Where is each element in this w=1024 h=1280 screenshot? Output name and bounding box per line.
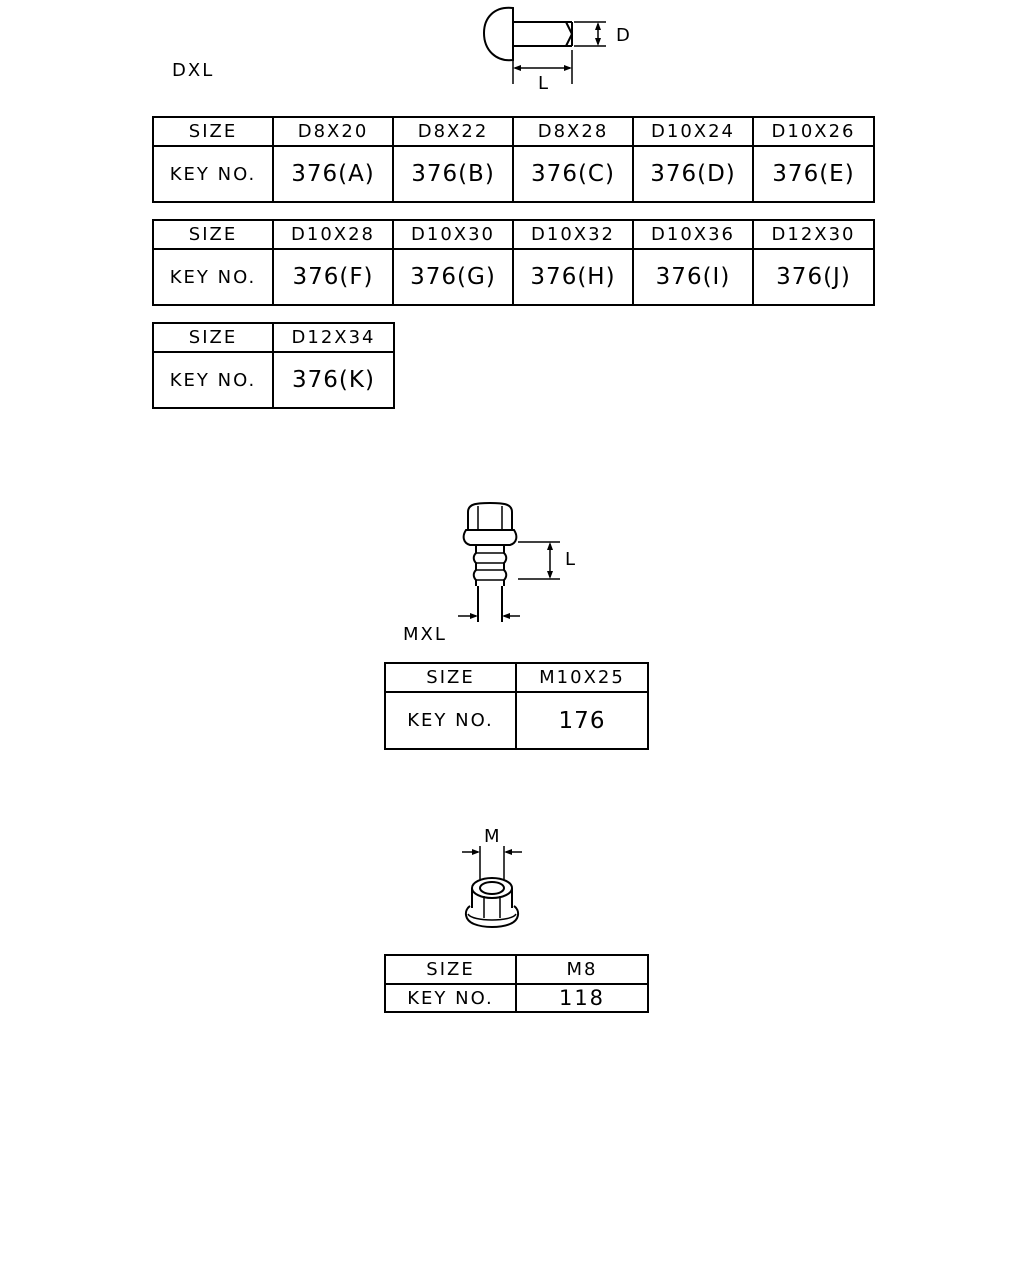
- nut-key-table: SIZE M8 KEY NO. 118: [384, 954, 649, 1013]
- key-no-cell: 376(K): [272, 351, 395, 409]
- rivet-key-table-2: SIZE D10X28 D10X30 D10X32 D10X36 D12X30 …: [152, 219, 875, 306]
- nut-drawing: [462, 846, 522, 928]
- rivet-drawing: [482, 6, 606, 84]
- size-cell: D8X22: [392, 116, 514, 147]
- size-header: SIZE: [152, 219, 274, 250]
- size-cell: D10X36: [632, 219, 754, 250]
- bolt-size-label: MXL: [403, 624, 447, 645]
- size-header: SIZE: [152, 116, 274, 147]
- key-no-cell: 118: [515, 983, 649, 1013]
- key-no-header: KEY NO.: [152, 248, 274, 306]
- bolt-dim-l-label: L: [565, 549, 578, 570]
- size-header: SIZE: [152, 322, 274, 353]
- size-cell: D8X28: [512, 116, 634, 147]
- key-no-header: KEY NO.: [152, 145, 274, 203]
- key-no-cell: 376(J): [752, 248, 875, 306]
- size-cell: D8X20: [272, 116, 394, 147]
- key-no-cell: 376(A): [272, 145, 394, 203]
- size-header: SIZE: [384, 954, 517, 985]
- size-cell: D12X34: [272, 322, 395, 353]
- key-no-cell: 376(D): [632, 145, 754, 203]
- rivet-key-table-3: SIZE D12X34 KEY NO. 376(K): [152, 322, 395, 409]
- size-header: SIZE: [384, 662, 517, 693]
- key-no-header: KEY NO.: [152, 351, 274, 409]
- size-cell: D10X26: [752, 116, 875, 147]
- rivet-size-label: DXL: [172, 60, 215, 81]
- key-no-cell: 376(H): [512, 248, 634, 306]
- key-no-cell: 376(I): [632, 248, 754, 306]
- key-no-cell: 376(C): [512, 145, 634, 203]
- rivet-key-table-1: SIZE D8X20 D8X22 D8X28 D10X24 D10X26 KEY…: [152, 116, 875, 203]
- rivet-dim-l-label: L: [538, 73, 551, 94]
- size-cell: D12X30: [752, 219, 875, 250]
- bolt-key-table: SIZE M10X25 KEY NO. 176: [384, 662, 649, 750]
- size-cell: D10X24: [632, 116, 754, 147]
- rivet-head-shape: [482, 6, 514, 62]
- key-no-cell: 176: [515, 691, 649, 750]
- key-no-cell: 376(B): [392, 145, 514, 203]
- size-cell: D10X30: [392, 219, 514, 250]
- key-no-cell: 376(G): [392, 248, 514, 306]
- size-cell: M8: [515, 954, 649, 985]
- key-no-cell: 376(F): [272, 248, 394, 306]
- rivet-dim-d-label: D: [616, 25, 632, 46]
- key-no-header: KEY NO.: [384, 691, 517, 750]
- size-cell: D10X28: [272, 219, 394, 250]
- nut-dim-m-label: M: [484, 826, 502, 847]
- size-cell: M10X25: [515, 662, 649, 693]
- key-no-header: KEY NO.: [384, 983, 517, 1013]
- bolt-drawing: [458, 501, 560, 622]
- key-no-cell: 376(E): [752, 145, 875, 203]
- size-cell: D10X32: [512, 219, 634, 250]
